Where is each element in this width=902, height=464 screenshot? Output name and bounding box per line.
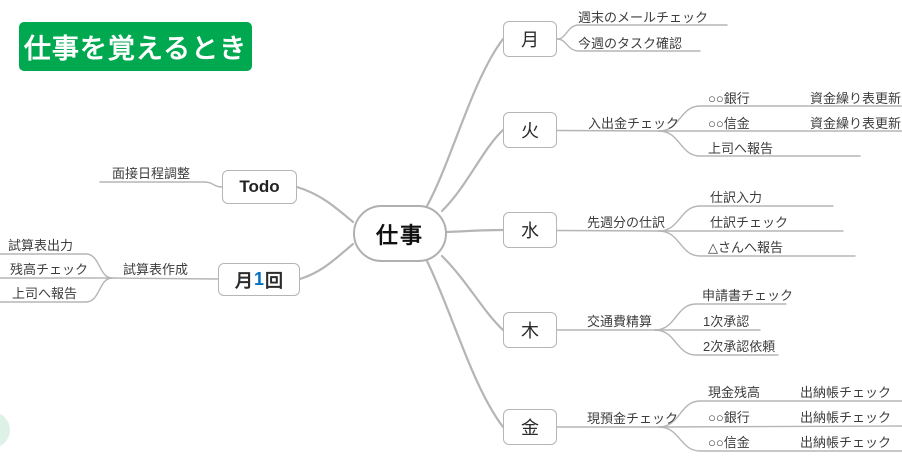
center-node-work: 仕事	[353, 205, 447, 262]
monthly-task-trial-balance: 試算表作成	[123, 262, 189, 277]
wed-leaf-entry: 仕訳入力	[710, 190, 763, 205]
wed-leaf-check: 仕訳チェック	[710, 215, 789, 230]
edge-tue-leaf1	[658, 105, 902, 132]
todo-task-interview: 面接日程調整	[112, 166, 191, 181]
edge-wed-leaf3	[658, 230, 856, 257]
edge-mon-leaf2	[556, 38, 701, 52]
node-wednesday: 水	[503, 212, 557, 248]
edge-center-thu	[440, 254, 505, 332]
edge-center-fri	[425, 259, 505, 429]
edge-tue-task	[556, 129, 660, 132]
thu-task-label: 交通費精算	[587, 314, 653, 329]
monthly-leaf-balance: 残高チェック	[10, 262, 89, 277]
node-tuesday: 火	[503, 112, 557, 148]
wed-leaf-report: △さんへ報告	[708, 240, 783, 255]
edge-thu-leaf1	[654, 303, 787, 331]
decorative-circle	[0, 412, 10, 448]
monthly-leaf-report: 上司へ報告	[12, 286, 78, 301]
edge-thu-leaf3	[654, 329, 779, 356]
edge-center-tue	[440, 128, 505, 213]
edge-fri-leaf2	[658, 425, 902, 428]
monthly-text-number: 1	[253, 269, 264, 289]
fri-sub-shinkin: 出納帳チェック	[800, 435, 892, 450]
wed-task-label: 先週分の仕訳	[587, 215, 666, 230]
thu-leaf-form: 申請書チェック	[702, 288, 794, 303]
fri-sub-cash: 出納帳チェック	[800, 385, 892, 400]
page-title: 仕事を覚えるとき	[19, 22, 252, 71]
fri-task-label: 現預金チェック	[587, 411, 679, 426]
tue-leaf-report: 上司へ報告	[708, 141, 774, 156]
edge-monthly-leaf1	[0, 253, 113, 279]
edge-monthly-task	[111, 277, 219, 280]
edge-fri-leaf3	[658, 426, 902, 452]
fri-leaf-cash: 現金残高	[708, 385, 761, 400]
thu-leaf-approve2: 2次承認依頼	[703, 339, 776, 354]
edge-wed-leaf1	[658, 205, 834, 232]
node-monday: 月	[503, 21, 557, 57]
tue-task-label: 入出金チェック	[588, 116, 680, 131]
fri-sub-bank: 出納帳チェック	[800, 410, 892, 425]
monthly-leaf-output: 試算表出力	[8, 238, 74, 253]
monthly-text-post: 回	[265, 270, 283, 291]
node-thursday: 木	[503, 312, 557, 348]
tue-leaf-bank: ○○銀行	[708, 91, 750, 106]
edge-todo-task	[99, 181, 223, 188]
tue-sub-bank: 資金繰り表更新	[810, 91, 902, 106]
edge-center-monthly	[298, 242, 355, 281]
edge-center-todo	[295, 185, 355, 224]
node-friday: 金	[503, 409, 557, 445]
monthly-text-pre: 月	[234, 270, 253, 291]
edge-wed-task	[556, 229, 660, 232]
mon-leaf-week-tasks: 今週のタスク確認	[578, 36, 683, 51]
node-todo: Todo	[222, 170, 297, 204]
mon-leaf-weekend-mail: 週末のメールチェック	[578, 10, 709, 25]
tue-sub-shinkin: 資金繰り表更新	[810, 116, 902, 131]
edge-monthly-leaf3	[0, 277, 113, 303]
fri-leaf-bank: ○○銀行	[708, 410, 750, 425]
edge-center-wed	[445, 228, 505, 234]
fri-leaf-shinkin: ○○信金	[708, 435, 750, 450]
edge-fri-leaf1	[658, 400, 902, 428]
tue-leaf-shinkin: ○○信金	[708, 116, 750, 131]
thu-leaf-approve1: 1次承認	[703, 314, 750, 329]
edge-tue-leaf3	[658, 130, 861, 157]
edge-mon-leaf1	[556, 24, 728, 40]
edge-center-mon	[425, 37, 505, 208]
node-monthly: 月 1 回	[218, 263, 300, 296]
